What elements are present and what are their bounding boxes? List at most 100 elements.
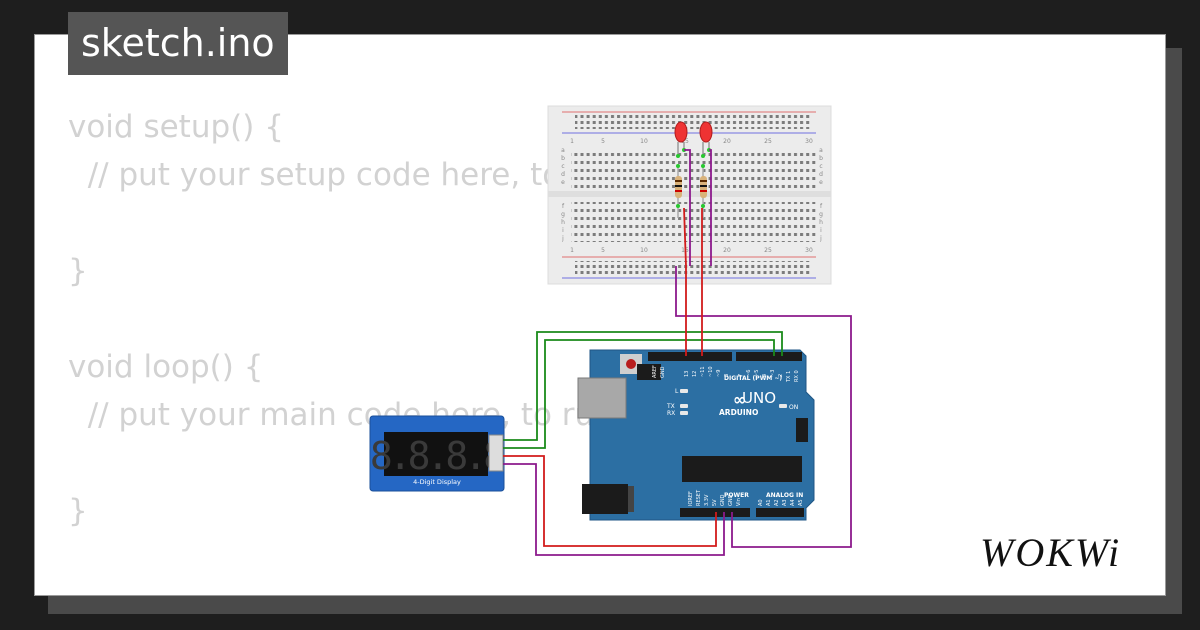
resistor-right[interactable] [700, 164, 707, 218]
pin-label: 8 [724, 374, 730, 377]
pin-label: 4 [762, 374, 768, 377]
pin-label: ~5 [754, 370, 760, 377]
connection-dot [701, 204, 705, 208]
code-line: } [68, 253, 88, 289]
analog-pin-labels: A0 A1 A2 A3 A4 A5 [758, 499, 804, 506]
gnd-label: GND [660, 366, 666, 378]
row-label: b [561, 155, 565, 162]
pin-label: 12 [692, 371, 698, 377]
arduino-uno-board[interactable]: AREF GND 13 12 ~11 ~10 ~9 8 7 ~6 ~5 4 ~3… [577, 349, 815, 521]
power-rail-top [575, 115, 810, 129]
row-label: d [819, 171, 823, 178]
on-led [779, 404, 787, 408]
on-led-label: ON [789, 404, 798, 411]
led-right[interactable] [699, 121, 713, 158]
resistor-left[interactable] [675, 164, 682, 218]
digital-header-left [648, 352, 732, 361]
digital-header-right [736, 352, 802, 361]
pin-label: IOREF [688, 491, 694, 506]
rx-led [680, 411, 688, 415]
row-label: f [562, 203, 565, 210]
display-label: 4-Digit Display [413, 478, 461, 486]
l-led [680, 389, 688, 393]
wokwi-logo: WOKWi [980, 528, 1152, 580]
row-label: j [561, 235, 564, 242]
row-label: h [561, 219, 565, 226]
col-label: 5 [601, 247, 605, 254]
pin-label: A1 [766, 499, 772, 506]
col-label: 10 [640, 138, 648, 145]
resistor-band [700, 180, 707, 182]
pin-label: 7 [738, 374, 744, 377]
connection-dot [676, 154, 680, 158]
row-label: c [819, 163, 822, 170]
infinity-logo: ∞ [733, 390, 746, 409]
icsp2-header [796, 418, 808, 442]
wokwi-logo-text: WOKWi [980, 530, 1121, 575]
col-label: 1 [570, 138, 574, 145]
display-digits: 8.8.8.8 [370, 434, 504, 478]
row-label: c [561, 163, 564, 170]
power-header [680, 508, 750, 517]
display-pin-header [488, 434, 504, 472]
pin-label: A2 [774, 499, 780, 506]
rx-led-label: RX [667, 410, 675, 417]
pin-label: ~3 [770, 370, 776, 377]
resistor-band [675, 190, 682, 192]
resistor-band [675, 180, 682, 182]
connection-dot [676, 204, 680, 208]
analog-header [756, 508, 804, 517]
row-label: f [820, 203, 823, 210]
pin-label: GND [728, 494, 734, 506]
arduino-brand: ARDUINO [719, 408, 758, 417]
l-led-label: L [675, 388, 679, 395]
col-label: 20 [723, 247, 731, 254]
col-label: 25 [764, 138, 772, 145]
aref-label: AREF [652, 365, 658, 378]
resistor-band [700, 190, 707, 192]
wire-red [683, 207, 687, 356]
file-tab[interactable]: sketch.ino [68, 12, 288, 75]
led-bulb [699, 121, 713, 143]
row-label: b [819, 155, 823, 162]
row-label: i [562, 227, 564, 234]
wokwi-logo-svg: WOKWi [980, 530, 1121, 575]
pin-label: ~9 [716, 370, 722, 377]
pin-label: Vin [736, 498, 742, 506]
row-label: h [819, 219, 823, 226]
col-label: 20 [723, 138, 731, 145]
tx-led-label: TX [666, 403, 675, 410]
pin-label: A4 [790, 499, 796, 506]
code-line: void setup() { [68, 109, 284, 145]
atmega-chip [682, 456, 802, 482]
connection-dot [676, 164, 680, 168]
pin-label: A3 [782, 499, 788, 506]
pin-label: 3.3V [704, 494, 710, 506]
power-rail-bottom [575, 261, 810, 275]
pin-label: RESET [696, 489, 702, 506]
col-label: 10 [640, 247, 648, 254]
resistor-band [700, 185, 707, 187]
pin-label: ~10 [708, 366, 714, 377]
pin-label: ~11 [700, 366, 706, 377]
col-label: 25 [764, 247, 772, 254]
pin-label: TX 1 [786, 371, 792, 383]
col-label: 30 [805, 138, 813, 145]
row-label: a [561, 147, 565, 154]
four-digit-display[interactable]: 8.8.8.8 4-Digit Display [369, 415, 508, 492]
pin-label: 13 [684, 371, 690, 377]
terminal-strip-bottom [571, 202, 816, 242]
col-label: 5 [601, 138, 605, 145]
row-label: e [819, 179, 823, 186]
power-pin-labels: IOREF RESET 3.3V 5V GND GND Vin [688, 489, 742, 506]
col-label: 1 [570, 247, 574, 254]
row-label: g [561, 211, 565, 218]
pin-label: A0 [758, 499, 764, 506]
digital-pin-labels: 13 12 ~11 ~10 ~9 8 7 ~6 ~5 4 ~3 2 TX 1 R… [684, 366, 800, 383]
icsp-header [637, 364, 661, 380]
pin-label: A5 [798, 499, 804, 506]
digital-header-label: DIGITAL (PWM ~) [724, 375, 782, 382]
wire-purple [675, 266, 852, 548]
power-jack [582, 484, 628, 514]
connection-dot [701, 154, 705, 158]
